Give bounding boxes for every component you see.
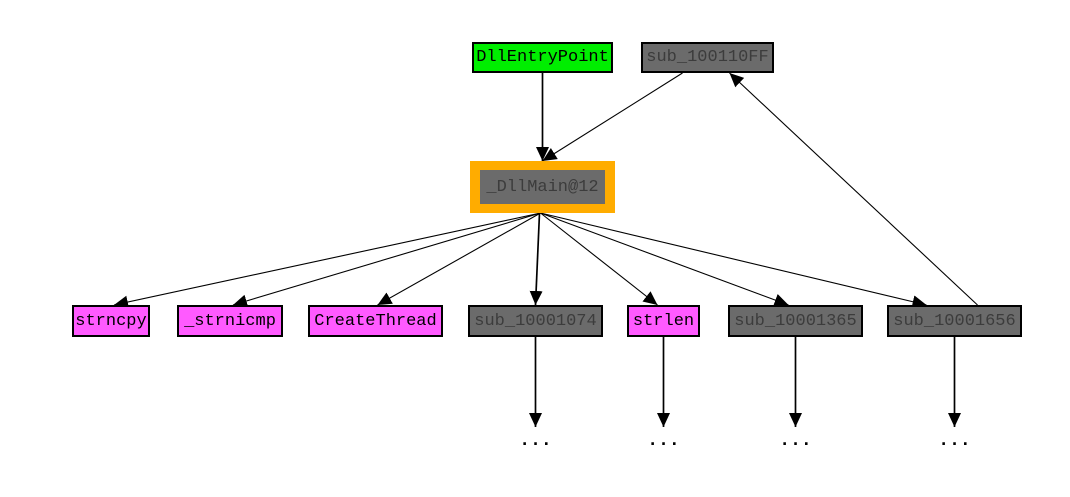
graph-node-sub_10001365[interactable]: sub_10001365 (728, 305, 863, 337)
edge-sub_10001656-to-sub_100110FF (729, 72, 978, 306)
highlighted-node-inner-box: _DllMain@12 (480, 170, 605, 204)
graph-node-sub_10001656[interactable]: sub_10001656 (887, 305, 1022, 337)
graph-node-sub_100110FF[interactable]: sub_100110FF (641, 42, 774, 73)
edge-_DllMain@12-to-strncpy (113, 212, 541, 309)
edge-_DllMain@12-to-strlen (540, 212, 658, 306)
edge-sub_100110FF-to-_DllMain@12 (542, 72, 683, 162)
graph-node-_strnicmp[interactable]: _strnicmp (177, 305, 283, 337)
graph-node-sub_10001074[interactable]: sub_10001074 (468, 305, 603, 337)
node-label: sub_10001074 (474, 311, 597, 331)
node-label: _strnicmp (184, 311, 276, 331)
truncated-children-ellipsis: ... (519, 431, 552, 451)
node-label: DllEntryPoint (476, 48, 609, 67)
node-label: strlen (632, 311, 695, 331)
truncated-children-ellipsis: ... (938, 431, 971, 451)
edge-_DllMain@12-to-CreateThread (377, 212, 541, 306)
graph-node-strlen[interactable]: strlen (627, 305, 700, 337)
edge-_DllMain@12-to-sub_10001656 (540, 212, 927, 309)
node-label: strncpy (75, 311, 147, 331)
graph-node-CreateThread[interactable]: CreateThread (308, 305, 443, 337)
edge-_DllMain@12-to-sub_10001074 (529, 212, 543, 306)
node-label: sub_10001365 (734, 311, 857, 331)
truncated-children-ellipsis: ... (779, 431, 812, 451)
edge-_DllMain@12-to-sub_10001365 (540, 212, 789, 307)
graph-node-DllEntryPoint[interactable]: DllEntryPoint (472, 42, 613, 73)
node-label: sub_10001656 (893, 311, 1016, 331)
graph-node-strncpy[interactable]: strncpy (72, 305, 150, 337)
edge-_DllMain@12-to-_strnicmp (232, 212, 541, 308)
graph-node-_DllMain@12[interactable]: _DllMain@12 (470, 161, 615, 213)
node-label: sub_100110FF (646, 48, 769, 67)
truncated-children-ellipsis: ... (647, 431, 680, 451)
node-label: _DllMain@12 (486, 177, 599, 197)
node-label: CreateThread (314, 311, 437, 331)
